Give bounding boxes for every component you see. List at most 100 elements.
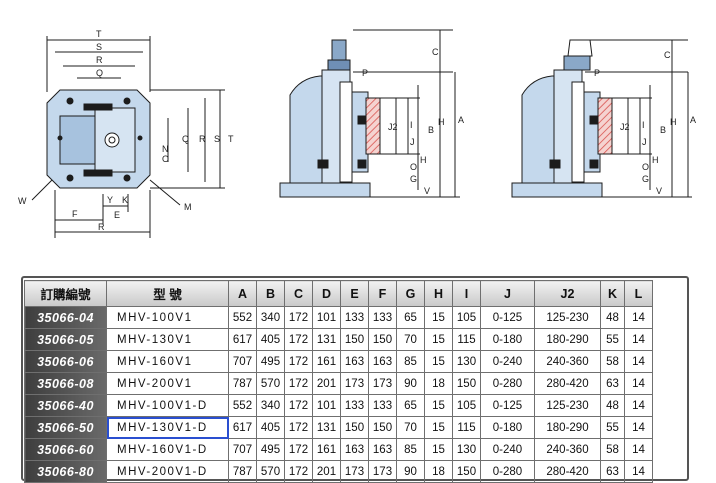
col-header-h: H — [424, 280, 453, 307]
dimension-cell-d: 101 — [312, 394, 341, 417]
dimension-cell-d: 161 — [312, 350, 341, 373]
order-number-cell: 35066-05 — [24, 328, 107, 351]
dimension-cell-j: 0-180 — [480, 416, 535, 439]
model-cell[interactable]: MHV-100V1-D — [106, 394, 229, 417]
dimension-cell-a: 552 — [228, 394, 257, 417]
dimension-cell-e: 163 — [340, 350, 369, 373]
col-header-b: B — [256, 280, 285, 307]
dimension-cell-i: 105 — [452, 306, 481, 329]
dimension-cell-e: 173 — [340, 372, 369, 395]
svg-text:T: T — [228, 134, 234, 144]
dimension-cell-j2: 280-420 — [534, 460, 601, 483]
col-header-order-no: 訂購編號 — [24, 280, 107, 307]
dimension-cell-f: 150 — [368, 416, 397, 439]
dimension-cell-j2: 240-360 — [534, 438, 601, 461]
svg-text:J2: J2 — [620, 122, 630, 132]
dimension-cell-b: 495 — [256, 438, 285, 461]
dimension-cell-b: 340 — [256, 394, 285, 417]
model-cell[interactable]: MHV-130V1 — [106, 328, 229, 351]
dimension-cell-c: 172 — [284, 438, 313, 461]
svg-text:V: V — [424, 186, 430, 196]
col-header-l: L — [624, 280, 653, 307]
dimension-cell-f: 173 — [368, 460, 397, 483]
dimension-cell-a: 617 — [228, 416, 257, 439]
dimension-cell-i: 150 — [452, 372, 481, 395]
model-cell[interactable]: MHV-200V1-D — [106, 460, 229, 483]
model-cell[interactable]: MHV-160V1 — [106, 350, 229, 373]
front-view-drawing — [31, 36, 225, 238]
dimension-cell-g: 85 — [396, 350, 425, 373]
dimension-cell-c: 172 — [284, 372, 313, 395]
svg-text:F: F — [72, 209, 78, 219]
svg-text:R: R — [96, 55, 103, 65]
model-cell-selected[interactable]: MHV-130V1-D — [106, 416, 229, 439]
order-number-cell: 35066-08 — [24, 372, 107, 395]
svg-text:J: J — [642, 137, 647, 147]
svg-text:B: B — [428, 125, 434, 135]
dimension-cell-j2: 180-290 — [534, 416, 601, 439]
col-header-g: G — [396, 280, 425, 307]
svg-text:O: O — [162, 154, 169, 164]
dimension-cell-g: 70 — [396, 328, 425, 351]
dimension-cell-k: 48 — [600, 306, 625, 329]
model-cell[interactable]: MHV-200V1 — [106, 372, 229, 395]
svg-text:H: H — [670, 117, 677, 127]
svg-text:C: C — [432, 47, 439, 57]
model-cell[interactable]: MHV-100V1 — [106, 306, 229, 329]
dimension-cell-k: 58 — [600, 350, 625, 373]
dimension-cell-f: 133 — [368, 306, 397, 329]
svg-text:K: K — [122, 195, 128, 205]
dimension-cell-l: 14 — [624, 350, 653, 373]
col-header-e: E — [340, 280, 369, 307]
model-cell[interactable]: MHV-160V1-D — [106, 438, 229, 461]
order-number-cell: 35066-60 — [24, 438, 107, 461]
svg-text:O: O — [642, 162, 649, 172]
dimension-cell-a: 787 — [228, 460, 257, 483]
dimension-cell-h: 15 — [424, 394, 453, 417]
dimension-cell-j: 0-125 — [480, 306, 535, 329]
dimension-cell-k: 48 — [600, 394, 625, 417]
dimension-cell-l: 14 — [624, 416, 653, 439]
dimension-cell-k: 63 — [600, 460, 625, 483]
svg-text:N: N — [162, 144, 169, 154]
dimension-cell-c: 172 — [284, 350, 313, 373]
front-view-labels: T S R Q N O Q R S T W F Y K E R M — [18, 29, 234, 232]
col-header-i: I — [452, 280, 481, 307]
dimension-cell-l: 14 — [624, 394, 653, 417]
dimension-cell-h: 15 — [424, 438, 453, 461]
svg-text:B: B — [660, 125, 666, 135]
dimension-cell-h: 15 — [424, 306, 453, 329]
svg-text:H: H — [420, 155, 427, 165]
svg-text:M: M — [184, 202, 192, 212]
dimension-cell-g: 70 — [396, 416, 425, 439]
svg-text:A: A — [458, 115, 464, 125]
dimension-cell-i: 115 — [452, 416, 481, 439]
dimension-cell-j2: 125-230 — [534, 394, 601, 417]
dimension-cell-b: 570 — [256, 372, 285, 395]
col-header-f: F — [368, 280, 397, 307]
dimension-cell-l: 14 — [624, 372, 653, 395]
col-header-k: K — [600, 280, 625, 307]
dimension-cell-j: 0-180 — [480, 328, 535, 351]
dimension-cell-i: 150 — [452, 460, 481, 483]
dimension-cell-e: 163 — [340, 438, 369, 461]
order-number-cell: 35066-40 — [24, 394, 107, 417]
svg-text:G: G — [642, 174, 649, 184]
svg-text:S: S — [214, 134, 220, 144]
dimension-cell-l: 14 — [624, 438, 653, 461]
table-header-row: 訂購編號 型 號 A B C D E F G H I J J2 K L — [24, 280, 653, 307]
dimension-cell-b: 405 — [256, 328, 285, 351]
order-number-cell: 35066-50 — [24, 416, 107, 439]
technical-drawings: T S R Q N O Q R S T W F Y K E R M — [18, 29, 696, 238]
svg-text:P: P — [362, 68, 368, 78]
dimension-cell-g: 65 — [396, 306, 425, 329]
svg-text:C: C — [664, 50, 671, 60]
